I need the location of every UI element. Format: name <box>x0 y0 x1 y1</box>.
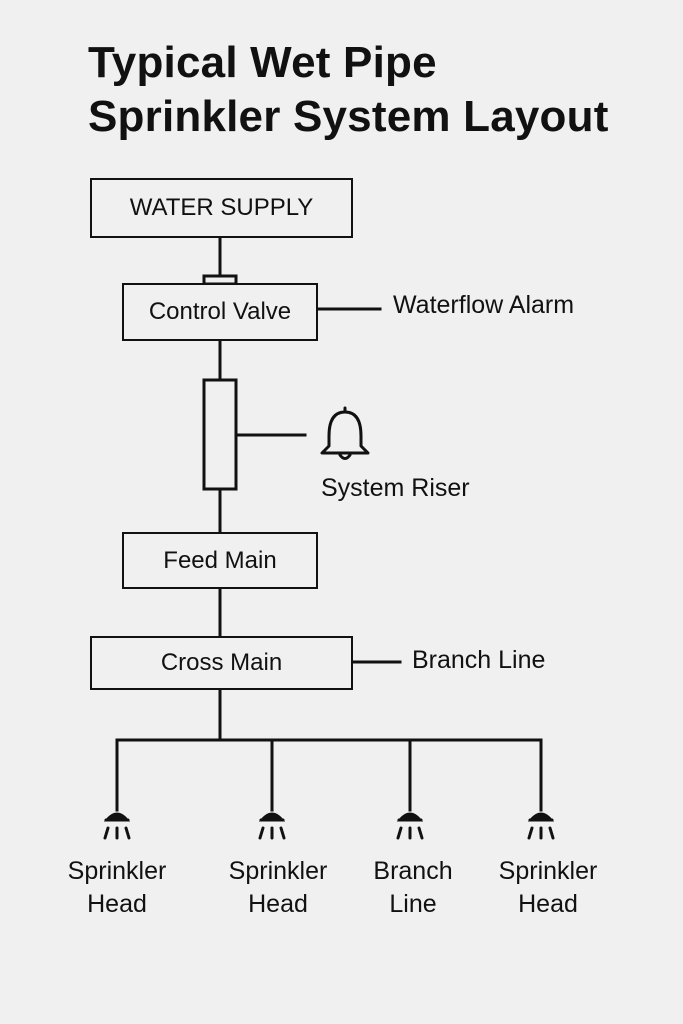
water-supply-label: WATER SUPPLY <box>129 194 314 221</box>
sprinkler-head-label-4: Sprinkler Head <box>478 855 618 921</box>
sprinkler-head-icon-4 <box>527 812 555 840</box>
title-line-2: Sprinkler System Layout <box>88 92 609 141</box>
sprinkler-head-label-2: Sprinkler Head <box>208 855 348 921</box>
branch-line-head-label: Branch Line <box>343 855 483 921</box>
branch-line-label: Branch Line <box>412 646 546 674</box>
feed-main-label: Feed Main <box>163 546 277 574</box>
head-label-2-line-2: Head <box>248 890 308 918</box>
head-label-4-line-1: Sprinkler <box>498 857 598 885</box>
head-label-2-line-1: Sprinkler <box>228 857 328 885</box>
cross-main-label: Cross Main <box>160 649 283 676</box>
system-riser-pipe <box>202 378 238 491</box>
sprinkler-head-label-1: Sprinkler Head <box>47 855 187 921</box>
control-valve-label: Control Valve <box>148 298 292 325</box>
sprinkler-head-icon-3 <box>396 812 424 840</box>
sprinkler-head-icon-2 <box>258 812 286 840</box>
cross-main-box: Cross Main <box>90 636 353 690</box>
page-title: Typical Wet Pipe Sprinkler System Layout <box>88 36 609 144</box>
head-label-1-line-1: Sprinkler <box>67 857 167 885</box>
head-label-4-line-2: Head <box>518 890 578 918</box>
head-label-3-line-2: Line <box>389 890 437 918</box>
waterflow-alarm-label: Waterflow Alarm <box>393 291 575 319</box>
sprinkler-head-icon-1 <box>103 812 131 840</box>
control-valve-box: Control Valve <box>122 283 318 341</box>
title-line-1: Typical Wet Pipe <box>88 38 437 87</box>
head-label-1-line-2: Head <box>87 890 147 918</box>
head-label-3-line-1: Branch <box>373 857 453 885</box>
system-riser-label: System Riser <box>321 474 470 502</box>
bell-icon <box>320 406 370 460</box>
feed-main-box: Feed Main <box>122 532 318 589</box>
water-supply-box: WATER SUPPLY <box>90 178 353 238</box>
